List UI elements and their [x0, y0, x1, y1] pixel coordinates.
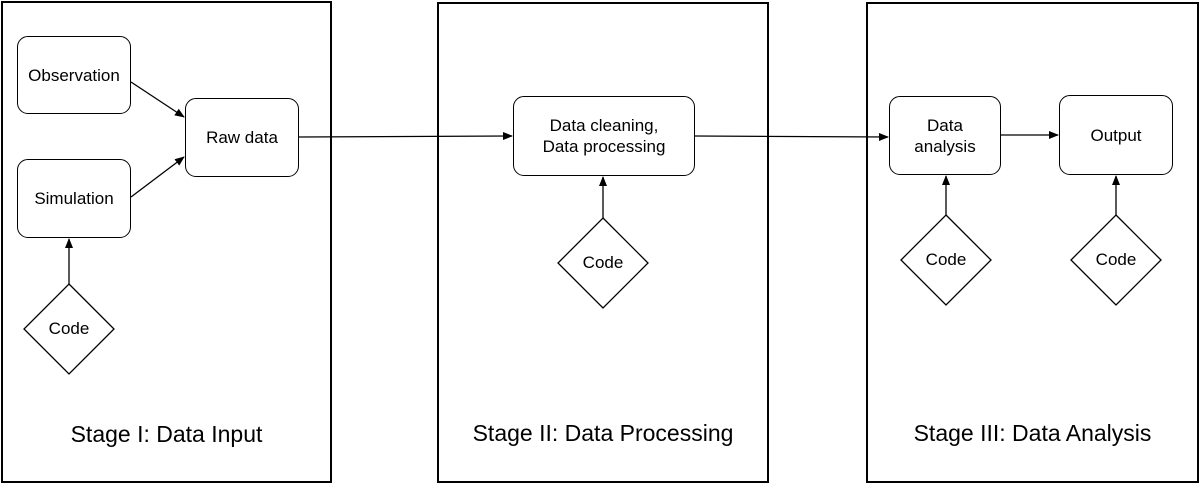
code-diamond-output-label: Code — [1095, 250, 1137, 269]
simulation-node: Simulation — [17, 159, 131, 238]
stage-input-label: Stage I: Data Input — [70, 421, 263, 447]
raw-data-node: Raw data — [185, 98, 299, 177]
output-label: Output — [1090, 125, 1142, 145]
code-diamond-input-label: Code — [48, 319, 90, 338]
data-cleaning-label-line2: Data processing — [542, 137, 666, 156]
raw-data-label: Raw data — [206, 128, 278, 147]
observation-label: Observation — [28, 65, 120, 85]
data-cleaning-node: Data cleaning, Data processing — [513, 96, 695, 176]
data-cleaning-label-line1: Data cleaning, — [549, 116, 659, 135]
observation-node: Observation — [17, 36, 131, 114]
stage-processing-panel: Stage II: Data Processing — [437, 2, 769, 483]
stage-analysis-label: Stage III: Data Analysis — [913, 420, 1152, 446]
code-diamond-processing-label: Code — [582, 253, 624, 272]
simulation-label: Simulation — [34, 189, 114, 208]
data-analysis-label-line2: analysis — [914, 136, 976, 156]
output-node: Output — [1059, 95, 1173, 175]
stage-analysis-panel: Stage III: Data Analysis — [866, 2, 1199, 483]
data-analysis-label-line1: Data — [927, 115, 963, 135]
code-diamond-analysis-label: Code — [925, 250, 967, 269]
data-analysis-node: Data analysis — [889, 96, 1001, 175]
stage-input-panel: Stage I: Data Input — [1, 1, 332, 483]
stage-processing-label: Stage II: Data Processing — [472, 420, 734, 446]
